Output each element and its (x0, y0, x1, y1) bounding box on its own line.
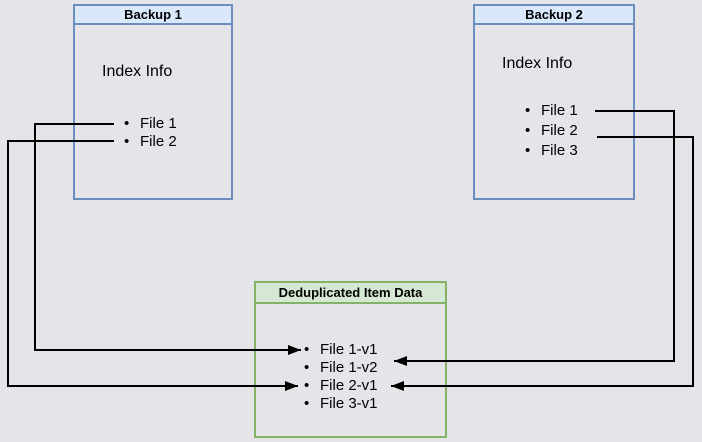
deduplicated-item-data-box: Deduplicated Item Data File 1-v1 File 1-… (254, 281, 447, 438)
backup2-index-info-label: Index Info (502, 55, 573, 72)
list-item: File 2 (124, 133, 177, 151)
list-item: File 1 (525, 101, 578, 121)
dedup-file1v1-label: File 1-v1 (320, 341, 378, 358)
dedup-file3v1-label: File 3-v1 (320, 395, 378, 412)
backup2-header: Backup 2 (475, 6, 633, 25)
backup1-title: Backup 1 (124, 7, 182, 22)
list-item: File 3 (525, 141, 578, 161)
backup2-box: Backup 2 Index Info File 1 File 2 File 3 (473, 4, 635, 200)
backup2-file2-label: File 2 (541, 122, 578, 139)
backup1-file1-label: File 1 (140, 115, 177, 132)
dedup-header: Deduplicated Item Data (256, 283, 445, 304)
backup1-index-info-label: Index Info (102, 63, 173, 80)
list-item: File 2 (525, 121, 578, 141)
backup2-file1-label: File 1 (541, 102, 578, 119)
dedup-file1v2-label: File 1-v2 (320, 359, 378, 376)
backup1-file2-label: File 2 (140, 133, 177, 150)
dedup-file-list: File 1-v1 File 1-v2 File 2-v1 File 3-v1 (304, 341, 378, 413)
dedup-file2v1-label: File 2-v1 (320, 377, 378, 394)
backup1-file-list: File 1 File 2 (124, 115, 177, 151)
backup2-file-list: File 1 File 2 File 3 (525, 101, 578, 161)
backup2-title: Backup 2 (525, 7, 583, 22)
backup2-file3-label: File 3 (541, 142, 578, 159)
list-item: File 3-v1 (304, 395, 378, 413)
list-item: File 2-v1 (304, 377, 378, 395)
backup1-header: Backup 1 (75, 6, 231, 25)
dedup-title: Deduplicated Item Data (278, 285, 423, 300)
list-item: File 1-v2 (304, 359, 378, 377)
list-item: File 1-v1 (304, 341, 378, 359)
list-item: File 1 (124, 115, 177, 133)
backup1-box: Backup 1 Index Info File 1 File 2 (73, 4, 233, 200)
